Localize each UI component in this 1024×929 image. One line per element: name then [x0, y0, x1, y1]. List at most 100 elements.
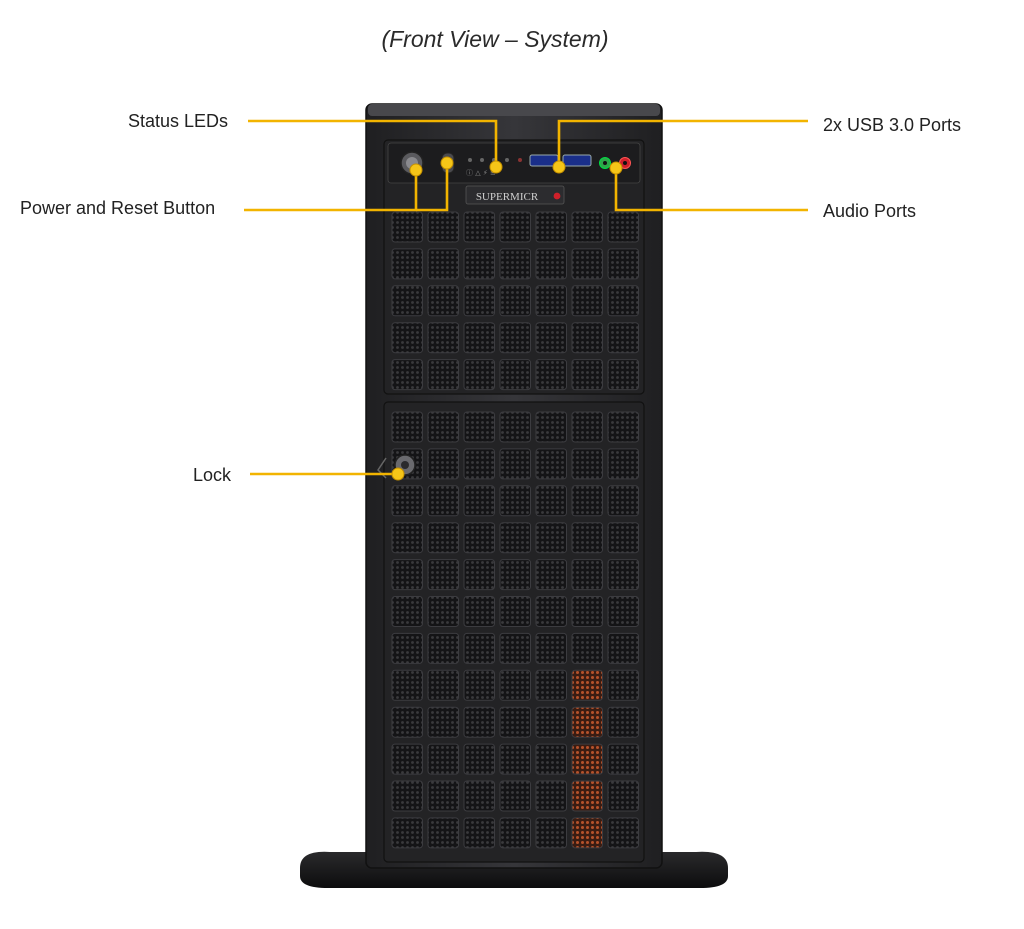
- grille-vent: [535, 596, 567, 627]
- grille-vent: [571, 596, 603, 627]
- grille-vent: [499, 559, 531, 591]
- grille-vent: [391, 211, 423, 243]
- grille-vent: [463, 448, 495, 480]
- grille-vent: [607, 285, 639, 317]
- grille-vent: [499, 743, 531, 775]
- grille-vent: [499, 448, 531, 480]
- grille-vent: [607, 596, 639, 627]
- grille-vent: [427, 485, 459, 517]
- grille-vent: [535, 669, 567, 701]
- grille-vent: [499, 211, 531, 243]
- grille-vent: [391, 817, 423, 849]
- grille-vent: [427, 817, 459, 849]
- grille-vent: [463, 669, 495, 701]
- label-status-leds: Status LEDs: [128, 111, 229, 131]
- grille-vent: [535, 248, 567, 280]
- grille-vent: [607, 817, 639, 849]
- grille-vent: [391, 632, 423, 664]
- grille-vent: [571, 632, 603, 664]
- grille-vent: [463, 411, 495, 443]
- grille-vent: [499, 485, 531, 517]
- grille-vent: [535, 743, 567, 775]
- grille-vent: [427, 448, 459, 480]
- grille-vent: [391, 669, 423, 701]
- grille-vent: [535, 522, 567, 554]
- grille-vent: [463, 596, 495, 627]
- grille-vent: [499, 248, 531, 280]
- grille-vent: [535, 632, 567, 664]
- grille-vent: [571, 411, 603, 443]
- grille-vent: [391, 780, 423, 812]
- grille-vent: [499, 322, 531, 354]
- grille-vent: [427, 359, 459, 391]
- grille-vent: [463, 322, 495, 354]
- grille-vent: [391, 248, 423, 280]
- grille-vent: [391, 596, 423, 627]
- leader-reset-button: [416, 163, 449, 212]
- grille-vent: [571, 285, 603, 317]
- leader-lines: [244, 119, 808, 481]
- grille-vent: [607, 411, 639, 443]
- grille-vent: [571, 322, 603, 354]
- grille-vent: [571, 211, 603, 243]
- grille-vent: [427, 780, 459, 812]
- grille-vent: [427, 211, 459, 243]
- label-power-reset-button: Power and Reset Button: [20, 198, 216, 218]
- grille-vent: [607, 780, 639, 812]
- door-hinge: [377, 457, 387, 479]
- grille-vent: [499, 411, 531, 443]
- grille-vent: [535, 411, 567, 443]
- grille-vent: [463, 211, 495, 243]
- grille-vent: [607, 706, 639, 738]
- upper-grille: [391, 211, 639, 391]
- grille-vent: [427, 669, 459, 701]
- grille-vent: [499, 669, 531, 701]
- diagram-title: (Front View – System): [381, 26, 609, 52]
- grille-vent: [607, 522, 639, 554]
- grille-vent: [499, 632, 531, 664]
- grille-vent: [499, 522, 531, 554]
- grille-vent: [427, 285, 459, 317]
- grille-vent: [463, 285, 495, 317]
- grille-vent: [607, 322, 639, 354]
- grille-vent: [571, 359, 603, 391]
- usb-port-2: [562, 154, 592, 167]
- grille-vent: [535, 559, 567, 591]
- grille-vent: [427, 411, 459, 443]
- grille-vent: [463, 559, 495, 591]
- grille-vent: [427, 559, 459, 591]
- grille-vent: [535, 211, 567, 243]
- grille-vent: [535, 322, 567, 354]
- grille-vent: [607, 669, 639, 701]
- grille-vent: [535, 448, 567, 480]
- grille-vent: [499, 780, 531, 812]
- grille-vent: [571, 248, 603, 280]
- fan-vent: [571, 780, 603, 812]
- grille-vent: [607, 743, 639, 775]
- grille-vent: [607, 485, 639, 517]
- grille-vent: [391, 485, 423, 517]
- grille-vent: [607, 211, 639, 243]
- brand-logo-mark: [553, 192, 561, 200]
- grille-vent: [463, 485, 495, 517]
- grille-vent: [463, 817, 495, 849]
- grille-vent: [535, 706, 567, 738]
- grille-vent: [427, 522, 459, 554]
- label-audio-ports: Audio Ports: [823, 201, 917, 221]
- leader-audio-ports: [614, 168, 808, 212]
- grille-vent: [499, 596, 531, 627]
- fan-vent: [571, 817, 603, 849]
- grille-vent: [535, 285, 567, 317]
- fan-vent: [571, 743, 603, 775]
- grille-vent: [499, 285, 531, 317]
- grille-vent: [463, 780, 495, 812]
- grille-vent: [607, 448, 639, 480]
- grille-vent: [463, 743, 495, 775]
- grille-vent: [427, 743, 459, 775]
- brand-badge: [465, 185, 565, 205]
- grille-vent: [535, 780, 567, 812]
- grille-vent: [391, 522, 423, 554]
- grille-vent: [571, 559, 603, 591]
- grille-vent: [427, 596, 459, 627]
- grille-vent: [535, 817, 567, 849]
